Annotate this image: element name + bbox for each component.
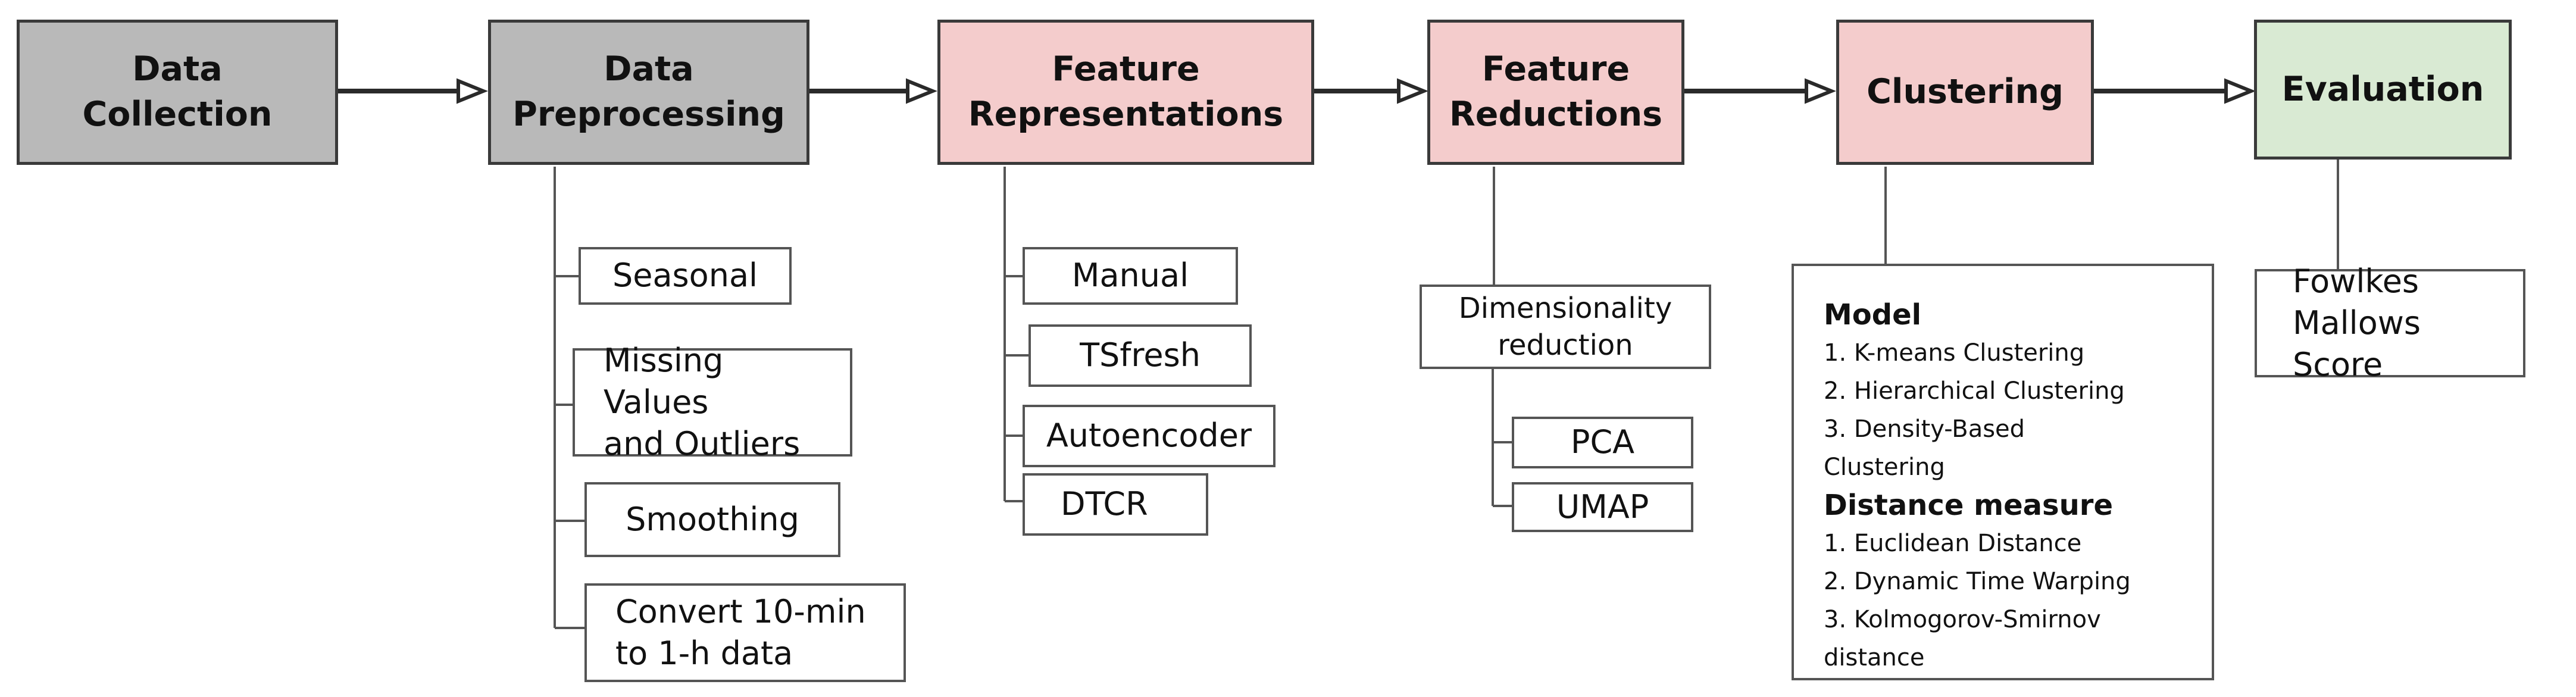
arrowhead-5	[2224, 78, 2256, 104]
reduction-method-umap: UMAP	[1512, 482, 1693, 532]
preprocessing-step-convert: Convert 10-min to 1-h data	[584, 583, 906, 682]
stage-data-preprocessing-label: Data Preprocessing	[512, 49, 785, 134]
reduction-method-label: PCA	[1570, 423, 1635, 461]
stage-clustering: Clustering	[1836, 20, 2094, 165]
arrowhead-2	[906, 78, 937, 104]
representation-method-label: DTCR	[1061, 485, 1148, 523]
stage-clustering-label: Clustering	[1867, 72, 2064, 112]
preprocessing-step-seasonal: Seasonal	[579, 247, 792, 305]
stage-evaluation: Evaluation	[2254, 20, 2512, 160]
reduction-dimensionality: Dimensionality reduction	[1420, 285, 1711, 369]
preprocessing-step-label: Convert 10-min to 1-h data	[615, 592, 866, 672]
representation-method-dtcr: DTCR	[1023, 473, 1208, 536]
arrowhead-4	[1805, 78, 1836, 104]
stage-data-preprocessing: Data Preprocessing	[488, 20, 809, 165]
representation-method-manual: Manual	[1023, 247, 1238, 305]
evaluation-metric-label: Fowlkes Mallows Score	[2293, 262, 2421, 384]
branch-lines	[554, 160, 2339, 629]
preprocessing-step-label: Missing Values and Outliers	[604, 341, 801, 463]
stage-feature-reductions-label: Feature Reductions	[1449, 49, 1663, 134]
stage-feature-reductions: Feature Reductions	[1427, 20, 1684, 165]
stage-feature-representations: Feature Representations	[937, 20, 1314, 165]
model-item: 2. Hierarchical Clustering	[1824, 377, 2125, 405]
model-heading: Model	[1824, 298, 1922, 332]
preprocessing-step-label: Seasonal	[612, 257, 758, 295]
evaluation-metric-fowlkes-mallows: Fowlkes Mallows Score	[2255, 262, 2525, 383]
representation-method-autoencoder: Autoencoder	[1023, 405, 1276, 467]
reduction-dimensionality-label: Dimensionality reduction	[1458, 291, 1672, 362]
representation-method-label: Manual	[1071, 257, 1189, 295]
stage-data-collection: Data Collection	[17, 20, 338, 165]
distance-item: 1. Euclidean Distance	[1824, 530, 2082, 557]
distance-item: 2. Dynamic Time Warping	[1824, 568, 2131, 595]
stage-data-collection-label: Data Collection	[82, 49, 273, 134]
representation-method-label: TSfresh	[1080, 336, 1201, 374]
representation-method-tsfresh: TSfresh	[1028, 324, 1252, 387]
distance-item: 3. Kolmogorov-Smirnov	[1824, 606, 2101, 633]
arrowhead-3	[1397, 78, 1428, 104]
arrowhead-1	[457, 78, 488, 104]
model-item: Clustering	[1824, 454, 1945, 481]
arrowheads	[457, 78, 2256, 104]
preprocessing-step-smoothing: Smoothing	[584, 482, 840, 557]
stage-evaluation-label: Evaluation	[2281, 69, 2484, 109]
reduction-method-label: UMAP	[1556, 487, 1649, 526]
model-item: 1. K-means Clustering	[1824, 339, 2085, 367]
model-item: 3. Density-Based	[1824, 415, 2025, 443]
preprocessing-step-missing-values: Missing Values and Outliers	[573, 342, 852, 462]
distance-heading: Distance measure	[1824, 489, 2114, 522]
distance-item: distance	[1824, 644, 1925, 671]
reduction-method-pca: PCA	[1512, 417, 1693, 468]
preprocessing-step-label: Smoothing	[626, 500, 799, 538]
representation-method-label: Autoencoder	[1046, 417, 1252, 455]
clustering-details-panel: Model 1. K-means Clustering 2. Hierarchi…	[1792, 264, 2214, 680]
stage-feature-representations-label: Feature Representations	[968, 49, 1284, 134]
